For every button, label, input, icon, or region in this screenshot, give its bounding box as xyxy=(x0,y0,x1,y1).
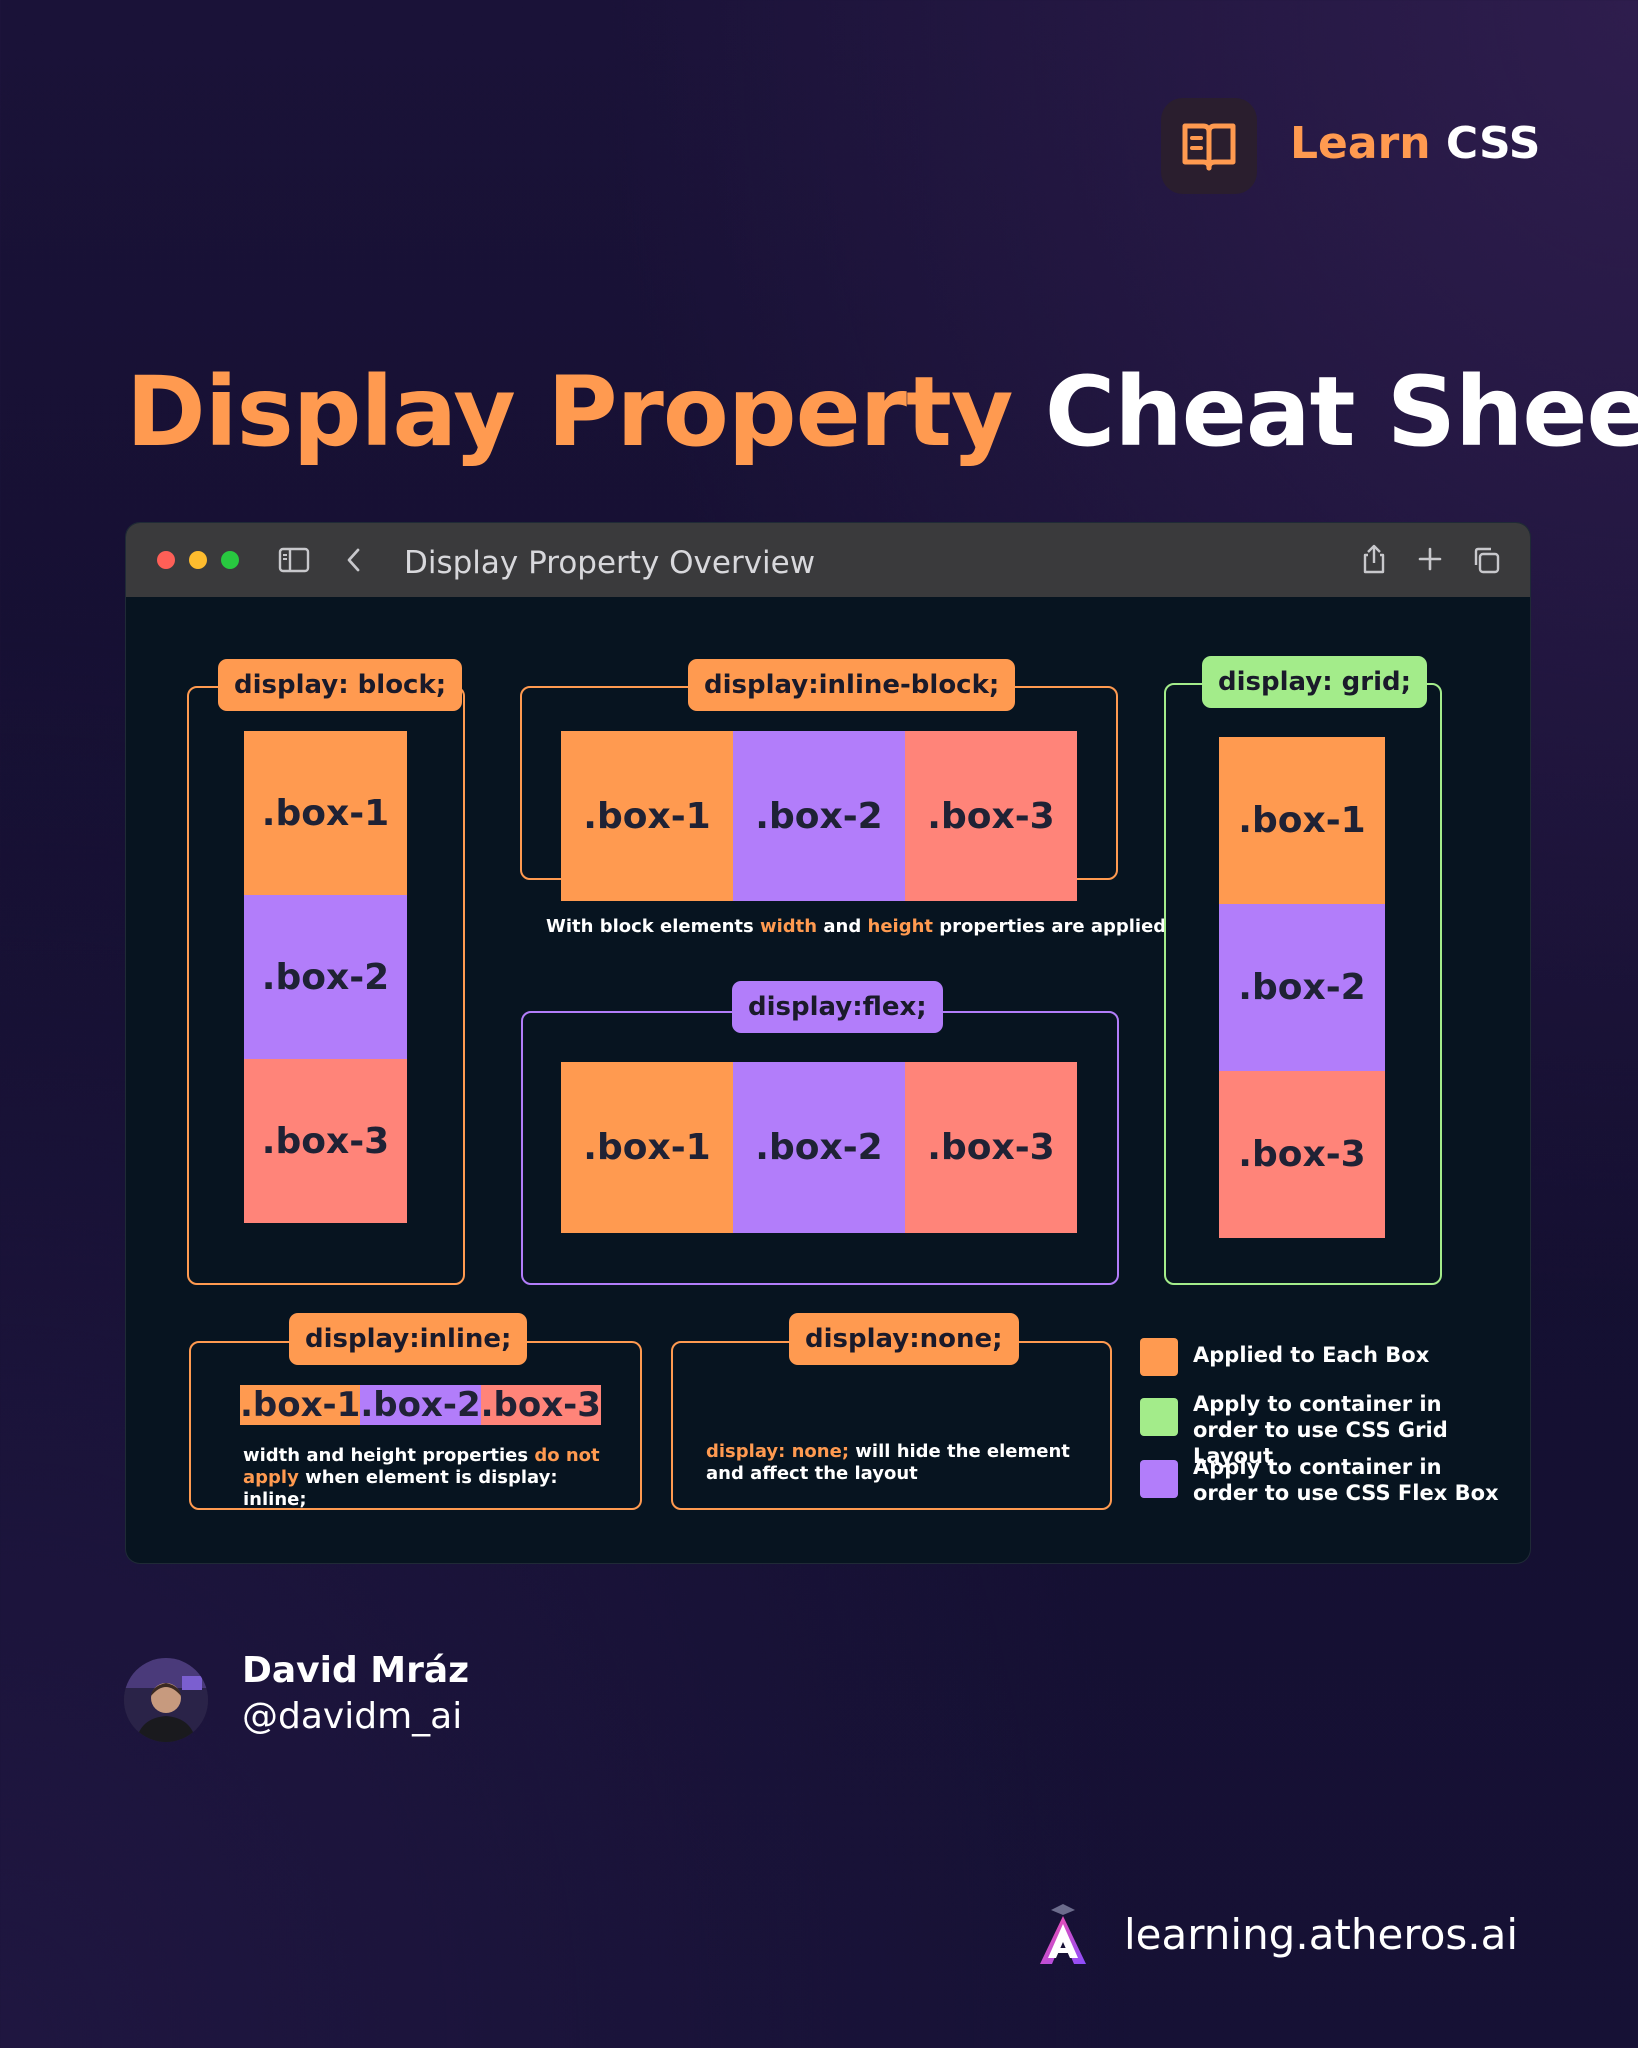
inline-block-note: With block elements width and height pro… xyxy=(546,916,1166,938)
legend-swatch-green xyxy=(1140,1398,1178,1436)
inline-block-note-part: With block elements xyxy=(546,916,760,937)
grid-box-1: .box-1 xyxy=(1219,737,1385,904)
inline-block-note-part: and xyxy=(817,916,868,937)
legend-swatch-purple xyxy=(1140,1460,1178,1498)
author-name: David Mráz xyxy=(242,1650,470,1691)
author-avatar xyxy=(124,1658,208,1742)
inline-note-highlight: do not apply xyxy=(243,1445,600,1488)
inline-demo-label: display:inline; xyxy=(289,1313,528,1365)
legend-text-grid: Apply to container in order to use CSS G… xyxy=(1193,1392,1448,1468)
legend-swatch-orange xyxy=(1140,1338,1178,1376)
block-demo-label: display: block; xyxy=(218,659,463,711)
author-photo xyxy=(124,1658,208,1742)
grid-box-2: .box-2 xyxy=(1219,904,1385,1071)
inline-box-2: .box-2 xyxy=(360,1385,481,1425)
grid-demo-label: display: grid; xyxy=(1202,656,1428,708)
grid-box-3: .box-3 xyxy=(1219,1071,1385,1238)
plus-icon[interactable] xyxy=(1416,545,1444,573)
inline-note: width and height properties do not apply… xyxy=(243,1445,613,1511)
block-box-2: .box-2 xyxy=(244,895,407,1059)
open-book-icon xyxy=(1182,123,1236,171)
title-rest: Cheat Sheet xyxy=(1044,356,1638,468)
inline-boxes-row: .box-1.box-2.box-3 xyxy=(240,1385,601,1425)
share-icon[interactable] xyxy=(1360,543,1388,575)
inline-block-note-part: properties are applied xyxy=(933,916,1167,937)
minimize-window-button[interactable] xyxy=(189,551,207,569)
author-handle: @davidm_ai xyxy=(242,1696,463,1737)
block-box-3: .box-3 xyxy=(244,1059,407,1223)
brand-name: Learn CSS xyxy=(1290,118,1540,169)
learn-css-badge xyxy=(1161,98,1257,194)
page-title: Display Property Cheat Sheet xyxy=(126,356,1638,468)
none-note: display: none; will hide the element and… xyxy=(706,1441,1096,1485)
inline-note-part: when element is display: inline; xyxy=(243,1467,558,1510)
sidebar-icon[interactable] xyxy=(278,547,310,573)
window-title: Display Property Overview xyxy=(404,545,816,581)
none-note-part: will hide the element and affect the lay… xyxy=(706,1441,1070,1484)
inline-block-box-2: .box-2 xyxy=(733,731,905,901)
browser-window: Display Property Overview display: block… xyxy=(126,523,1530,1563)
inline-box-1: .box-1 xyxy=(240,1385,361,1425)
inline-box-3: .box-3 xyxy=(480,1385,601,1425)
maximize-window-button[interactable] xyxy=(221,551,239,569)
inline-block-note-width: width xyxy=(760,916,818,937)
flex-box-2: .box-2 xyxy=(733,1062,905,1233)
close-window-button[interactable] xyxy=(157,551,175,569)
none-demo-label: display:none; xyxy=(789,1313,1019,1365)
legend-text-flex: Apply to container in order to use CSS F… xyxy=(1193,1455,1499,1505)
atheros-logo xyxy=(1040,1904,1086,1964)
inline-block-demo-label: display:inline-block; xyxy=(688,659,1016,711)
inline-note-part: width and height properties xyxy=(243,1445,535,1466)
none-note-highlight: display: none; xyxy=(706,1441,850,1462)
flex-box-3: .box-3 xyxy=(905,1062,1077,1233)
brand-word-learn: Learn xyxy=(1290,118,1431,169)
footer-site-link[interactable]: learning.atheros.ai xyxy=(1124,1910,1519,1959)
inline-block-note-height: height xyxy=(867,916,934,937)
flex-demo-label: display:flex; xyxy=(732,981,943,1033)
flex-box-1: .box-1 xyxy=(561,1062,733,1233)
legend-text-each-box: Applied to Each Box xyxy=(1193,1343,1430,1367)
inline-block-box-1: .box-1 xyxy=(561,731,733,901)
back-chevron-icon[interactable] xyxy=(346,547,362,573)
block-box-1: .box-1 xyxy=(244,731,407,895)
inline-block-box-3: .box-3 xyxy=(905,731,1077,901)
title-highlight: Display Property xyxy=(126,356,1013,468)
copy-icon[interactable] xyxy=(1471,545,1501,575)
window-titlebar: Display Property Overview xyxy=(126,523,1530,597)
brand-word-css: CSS xyxy=(1445,118,1541,169)
